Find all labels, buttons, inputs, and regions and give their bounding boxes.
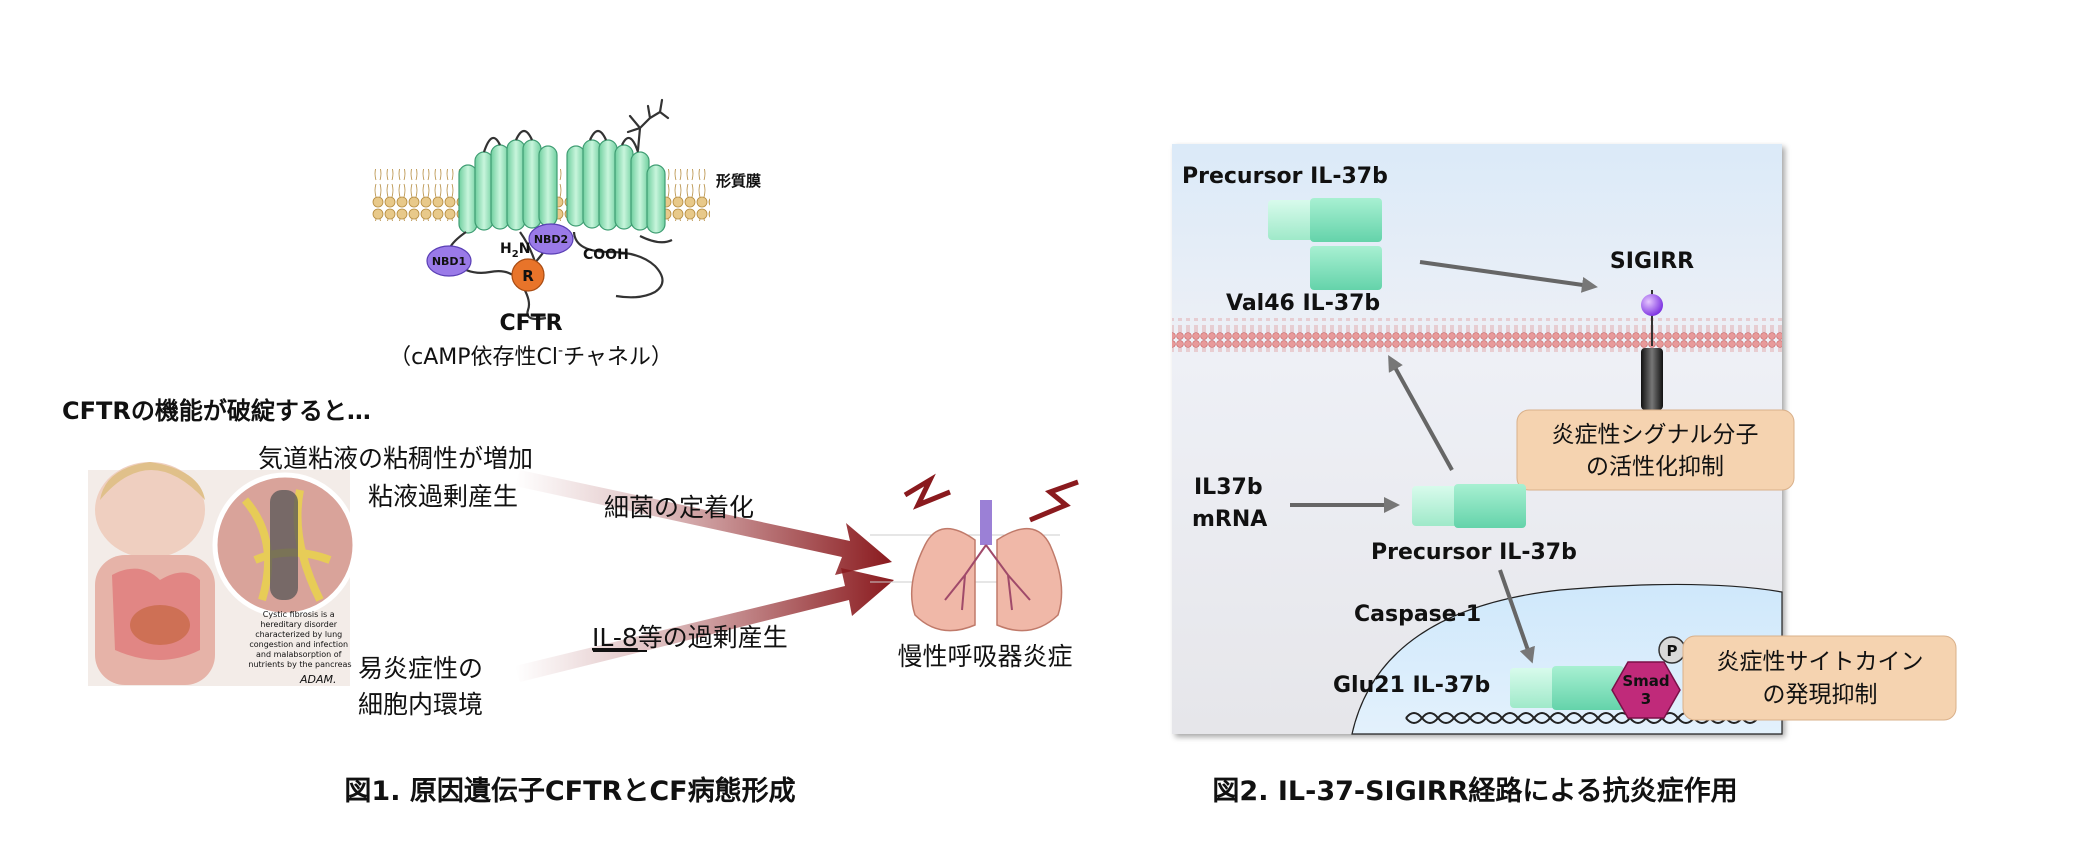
airway-line-2: 粘液過剰産生 — [368, 482, 518, 511]
r-domain — [511, 258, 545, 292]
cf-note: Cystic fibrosis is a hereditary disorder… — [248, 610, 351, 669]
inflam-env-line-2: 細胞内環境 — [358, 690, 483, 719]
precursor-mid-label: Precursor IL-37b — [1371, 540, 1577, 565]
glu21-label: Glu21 IL-37b — [1333, 673, 1490, 698]
adam-logo: ADAM. — [299, 673, 337, 686]
airway-line-1: 気道粘液の粘稠性が増加 — [258, 444, 533, 473]
sigirr-label: SIGIRR — [1610, 249, 1694, 274]
precursor-top-label: Precursor IL-37b — [1182, 164, 1388, 189]
disease-label: 慢性呼吸器炎症 — [897, 642, 1072, 671]
arrow-env-to-disease — [515, 568, 894, 682]
cf-note-line: Cystic fibrosis is a — [263, 610, 335, 619]
mrna-line-1: IL37b — [1194, 475, 1263, 500]
nbd1-domain — [426, 245, 472, 277]
figure-1: NBD1 NBD2 R H2N COOH 形質膜 CFTR （cAMP依存性Cl… — [62, 98, 1079, 807]
cf-note-line: and malabsorption of — [256, 650, 342, 659]
precursor-il37b-top — [1268, 198, 1382, 290]
sigirr-receptor — [1641, 348, 1663, 410]
lungs-icon — [870, 473, 1079, 632]
arrow-precursor-to-membrane — [1388, 355, 1454, 471]
tm-helices-right — [566, 139, 666, 234]
lead-text: CFTRの機能が破綻すると… — [62, 397, 371, 425]
cftr-subtitle: （cAMP依存性Cl-チャネル） — [389, 343, 673, 370]
nbd2-label: NBD2 — [534, 233, 568, 246]
signal-box-line-1: 炎症性シグナル分子 — [1552, 422, 1759, 448]
fig1-caption: 図1. 原因遺伝子CFTRとCF病態形成 — [344, 775, 795, 807]
figure-2: Precursor IL-37b Val46 IL-37b SIGIRR 炎症性… — [1172, 144, 1957, 807]
smad-line-2: 3 — [1641, 690, 1651, 708]
smad3-hexagon — [1611, 661, 1681, 719]
precursor-il37b-mid — [1412, 484, 1526, 528]
tm-helices-left — [458, 139, 558, 234]
caspase-label: Caspase-1 — [1354, 602, 1481, 627]
cf-note-line: nutrients by the pancreas — [248, 660, 351, 669]
sigirr-ligand-domain — [1641, 294, 1663, 316]
cftr-title: CFTR — [499, 311, 562, 336]
smad-line-1: Smad — [1622, 672, 1669, 690]
val46-label: Val46 IL-37b — [1226, 291, 1380, 316]
arrow-val46-to-sigirr — [1419, 260, 1598, 293]
nbd1-label: NBD1 — [432, 255, 466, 268]
signal-box-line-2: の活性化抑制 — [1586, 454, 1724, 480]
cf-note-line: congestion and infection — [249, 640, 348, 649]
fig2-caption: 図2. IL-37-SIGIRR経路による抗炎症作用 — [1212, 775, 1737, 807]
arrow-airway-to-disease — [515, 470, 892, 575]
cytokine-inhibition-box — [1682, 635, 1957, 721]
cell-membrane — [1172, 318, 1782, 352]
il8-underlined: IL-8 — [592, 623, 638, 652]
arrow-caspase-cleavage — [1498, 569, 1535, 664]
extracellular-loops — [482, 129, 640, 153]
glycosylation-icon — [626, 98, 670, 152]
cftr-schematic: NBD1 NBD2 R H2N COOH 形質膜 — [372, 98, 761, 321]
r-domain-label: R — [522, 267, 534, 285]
glu21-il37b — [1510, 666, 1624, 710]
bacteria-text: 細菌の定着化 — [604, 493, 754, 522]
il8-text: IL-8等の過剰産生 — [592, 623, 788, 652]
inflam-env-line-1: 易炎症性の — [358, 654, 483, 683]
h2n-label: H2N — [500, 241, 530, 260]
cf-note-line: hereditary disorder — [260, 620, 337, 629]
cf-note-line: characterized by lung — [255, 630, 342, 639]
phospho-label: P — [1667, 642, 1678, 660]
mrna-line-2: mRNA — [1192, 507, 1267, 532]
cytokine-box-line-1: 炎症性サイトカイン — [1717, 649, 1924, 675]
cytokine-box-line-2: の発現抑制 — [1763, 682, 1878, 708]
nbd2-domain — [528, 223, 574, 255]
cooh-label: COOH — [583, 247, 629, 263]
membrane-label: 形質膜 — [716, 172, 761, 190]
child-illustration: Cystic fibrosis is a hereditary disorder… — [88, 462, 358, 686]
signal-inhibition-box — [1516, 409, 1795, 491]
